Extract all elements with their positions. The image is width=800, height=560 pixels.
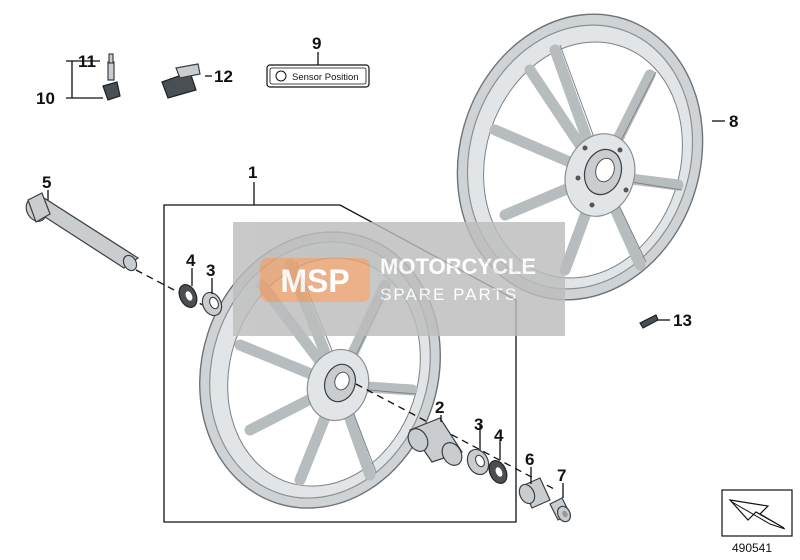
watermark: MSP MOTORCYCLE SPARE PARTS xyxy=(233,222,565,336)
callout-10: 10 xyxy=(36,89,55,108)
callout-1: 1 xyxy=(248,163,257,182)
axle-bolt xyxy=(549,497,572,523)
callout-4-right: 4 xyxy=(494,426,504,445)
callout-13: 13 xyxy=(673,311,692,330)
spacer-bush xyxy=(518,477,551,509)
callout-5: 5 xyxy=(42,173,51,192)
bearing-right xyxy=(466,448,490,476)
watermark-title: MOTORCYCLE xyxy=(380,254,536,279)
callout-2: 2 xyxy=(435,398,444,417)
axle xyxy=(25,192,140,272)
watermark-subtitle: SPARE PARTS xyxy=(380,285,518,304)
bearing-left xyxy=(201,291,223,317)
sensor-position-label: Sensor Position xyxy=(266,64,370,88)
callout-11: 11 xyxy=(78,52,96,71)
callout-6: 6 xyxy=(525,450,534,469)
axle-centerline-right xyxy=(355,383,557,491)
view-direction-box xyxy=(721,489,793,537)
spacer-sleeve xyxy=(407,417,463,466)
callout-9: 9 xyxy=(312,34,321,53)
seal-left xyxy=(178,284,198,308)
tpms-sensor xyxy=(161,63,201,99)
document-number: 490541 xyxy=(732,541,772,555)
callout-4-left: 4 xyxy=(186,251,196,270)
assembly-outline xyxy=(163,204,517,523)
sensor-position-text: Sensor Position xyxy=(292,72,359,83)
watermark-logo: MSP xyxy=(280,263,349,299)
callout-12: 12 xyxy=(214,67,233,86)
callout-3-left: 3 xyxy=(206,261,215,280)
leader-lines xyxy=(47,52,725,498)
arrow-icon xyxy=(728,499,785,529)
callout-7: 7 xyxy=(557,466,566,485)
seal-right xyxy=(488,460,508,484)
valve xyxy=(102,53,121,101)
callout-8: 8 xyxy=(729,112,738,131)
balance-weight xyxy=(639,314,659,329)
callout-3-right: 3 xyxy=(474,415,483,434)
